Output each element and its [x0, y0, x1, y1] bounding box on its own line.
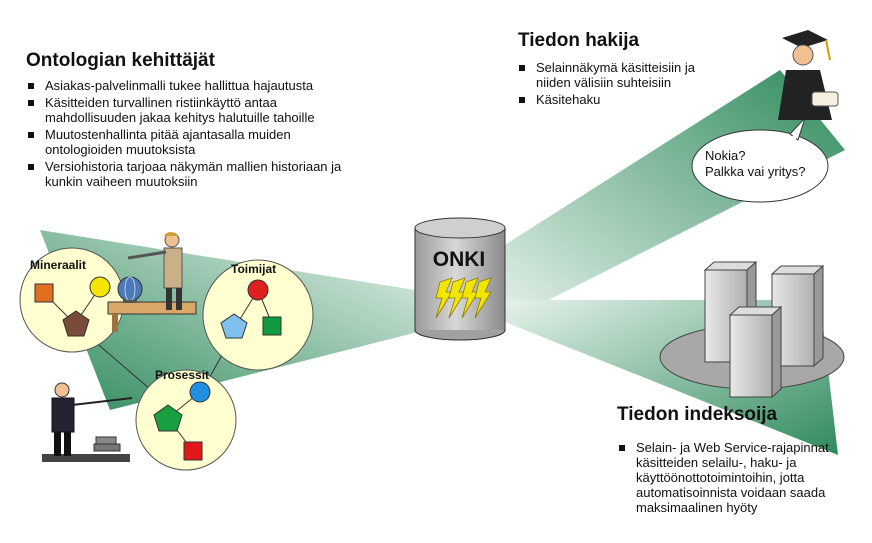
seeker-title: Tiedon hakija: [518, 30, 640, 51]
list-item: Selain- ja Web Service-rajapinnat käsitt…: [617, 440, 865, 515]
onki-label: ONKI: [432, 248, 486, 271]
list-item: Selainnäkymä käsitteisiin ja niiden väli…: [517, 60, 722, 90]
bubble-line: Nokia?: [705, 148, 746, 163]
green-square: [262, 316, 282, 336]
blue-pentagon: [220, 313, 248, 339]
indexer-title: Tiedon indeksoija: [617, 404, 778, 425]
list-item: Muutostenhallinta pitää ajantasalla muid…: [26, 127, 366, 157]
presenter-clipart: [107, 232, 197, 332]
onki-server-cylinder: [414, 217, 506, 341]
red-circle: [247, 279, 269, 301]
orange-square: [34, 283, 54, 303]
teacher-clipart: [42, 382, 133, 462]
red-square: [183, 441, 203, 461]
actors-label: Toimijat: [231, 262, 277, 276]
server-icon: [728, 305, 783, 399]
speech-bubble: [691, 117, 829, 203]
list-item: Asiakas-palvelinmalli tukee hallittua ha…: [26, 78, 366, 93]
bubble-line: Palkka vai yritys?: [705, 164, 806, 179]
graduate-clipart: [778, 30, 839, 120]
list-item: Käsitteiden turvallinen ristiinkäyttö an…: [26, 95, 366, 125]
developers-list: Asiakas-palvelinmalli tukee hallittua ha…: [26, 78, 366, 191]
list-item: Käsitehaku: [517, 92, 722, 107]
bubble-text: Nokia? Palkka vai yritys?: [705, 148, 825, 180]
list-item: Versiohistoria tarjoaa näkymän mallien h…: [26, 159, 366, 189]
yellow-circle: [89, 276, 111, 298]
lightning-icon: [435, 277, 492, 319]
seeker-list: Selainnäkymä käsitteisiin ja niiden väli…: [517, 60, 722, 109]
ontology-actors: [202, 259, 314, 371]
indexer-list: Selain- ja Web Service-rajapinnat käsitt…: [617, 440, 865, 517]
globe-icon: [117, 276, 143, 302]
developers-title: Ontologian kehittäjät: [26, 50, 215, 71]
brown-pentagon: [62, 310, 90, 337]
blue-circle: [189, 381, 211, 403]
minerals-label: Mineraalit: [30, 258, 87, 272]
processes-label: Prosessit: [155, 368, 210, 382]
green-pentagon: [153, 404, 183, 432]
ontology-minerals: [19, 247, 125, 353]
server-cluster-clipart: [659, 260, 845, 399]
ontology-processes: [135, 369, 237, 471]
